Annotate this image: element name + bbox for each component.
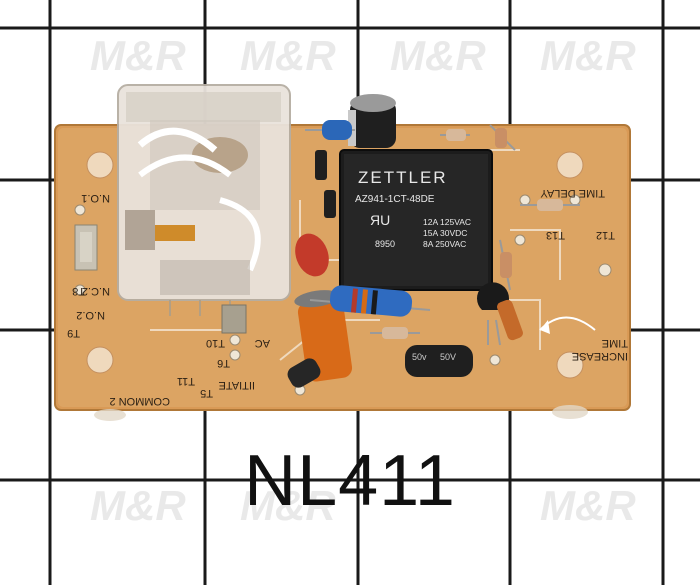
label-time-increase-2: INCREASE: [572, 350, 628, 362]
relay-code: 8950: [375, 239, 395, 249]
svg-text:M&R: M&R: [390, 32, 486, 79]
resistor-small-3: [370, 327, 420, 339]
relay-brand: ZETTLER: [358, 168, 448, 187]
resistor-small-4: [440, 129, 470, 141]
label-t12: T12: [596, 229, 615, 241]
part-number-caption: NL411: [244, 441, 456, 521]
label-common2: COMMON 2: [110, 395, 171, 407]
svg-text:M&R: M&R: [540, 482, 636, 529]
board-labels: TIME DELAY TIME INCREASE T12 T13 N.O.1 N…: [67, 187, 628, 407]
label-t13: T13: [546, 229, 565, 241]
label-ac: AC: [255, 337, 270, 349]
svg-text:M&R: M&R: [240, 32, 336, 79]
label-t11: T11: [177, 375, 195, 387]
watermark: M&R M&R M&R M&R M&R M&R M&R: [90, 32, 636, 529]
resistor-blue-top: [305, 120, 355, 140]
diode-2: [324, 190, 336, 218]
label-time-delay: TIME DELAY: [540, 187, 605, 199]
label-t5: T5: [200, 387, 213, 399]
terminal-left: [74, 224, 98, 271]
svg-text:M&R: M&R: [90, 482, 186, 529]
resistor-small-2: [499, 239, 512, 291]
capacitor-red: [295, 233, 329, 277]
zettler-relay: ZETTLER AZ941-1CT-48DE 12A 125VAC 15A 30…: [339, 149, 493, 291]
capacitor-small: 50v 50V: [405, 345, 473, 377]
label-initiate: IITIATE: [219, 379, 255, 391]
label-no1: N.O.1: [81, 192, 110, 204]
label-t6: T6: [217, 357, 230, 369]
orange-component: [497, 299, 523, 341]
capacitor-top: [348, 94, 396, 148]
label-no2: N.O.2: [76, 309, 105, 321]
relay-rating-3: 8A 250VAC: [423, 239, 466, 249]
svg-text:M&R: M&R: [240, 482, 336, 529]
svg-text:50v: 50v: [412, 352, 427, 362]
relay-rating-1: 12A 125VAC: [423, 217, 471, 227]
diode-1: [315, 150, 327, 180]
board-feet: [94, 405, 588, 421]
label-nc2: N.C.2: [82, 285, 110, 297]
ul-mark-icon: ЯU: [370, 212, 390, 228]
resistor-blue-bottom: [309, 285, 431, 317]
clear-relay: [117, 84, 291, 316]
svg-text:M&R: M&R: [540, 32, 636, 79]
svg-text:50V: 50V: [440, 352, 456, 362]
capacitor-tiny: [287, 358, 321, 388]
label-time-increase-1: TIME: [602, 337, 628, 349]
svg-text:M&R: M&R: [90, 32, 186, 79]
relay-rating-2: 15A 30VDC: [423, 228, 467, 238]
label-t8: T8: [72, 285, 85, 297]
resistor-small-1: [520, 199, 580, 211]
relay-model: AZ941-1CT-48DE: [355, 194, 435, 205]
label-t9: T9: [67, 327, 80, 339]
terminal-bottom: [221, 304, 247, 334]
resistor-small-5: [489, 124, 516, 151]
label-t10: T10: [206, 337, 225, 349]
